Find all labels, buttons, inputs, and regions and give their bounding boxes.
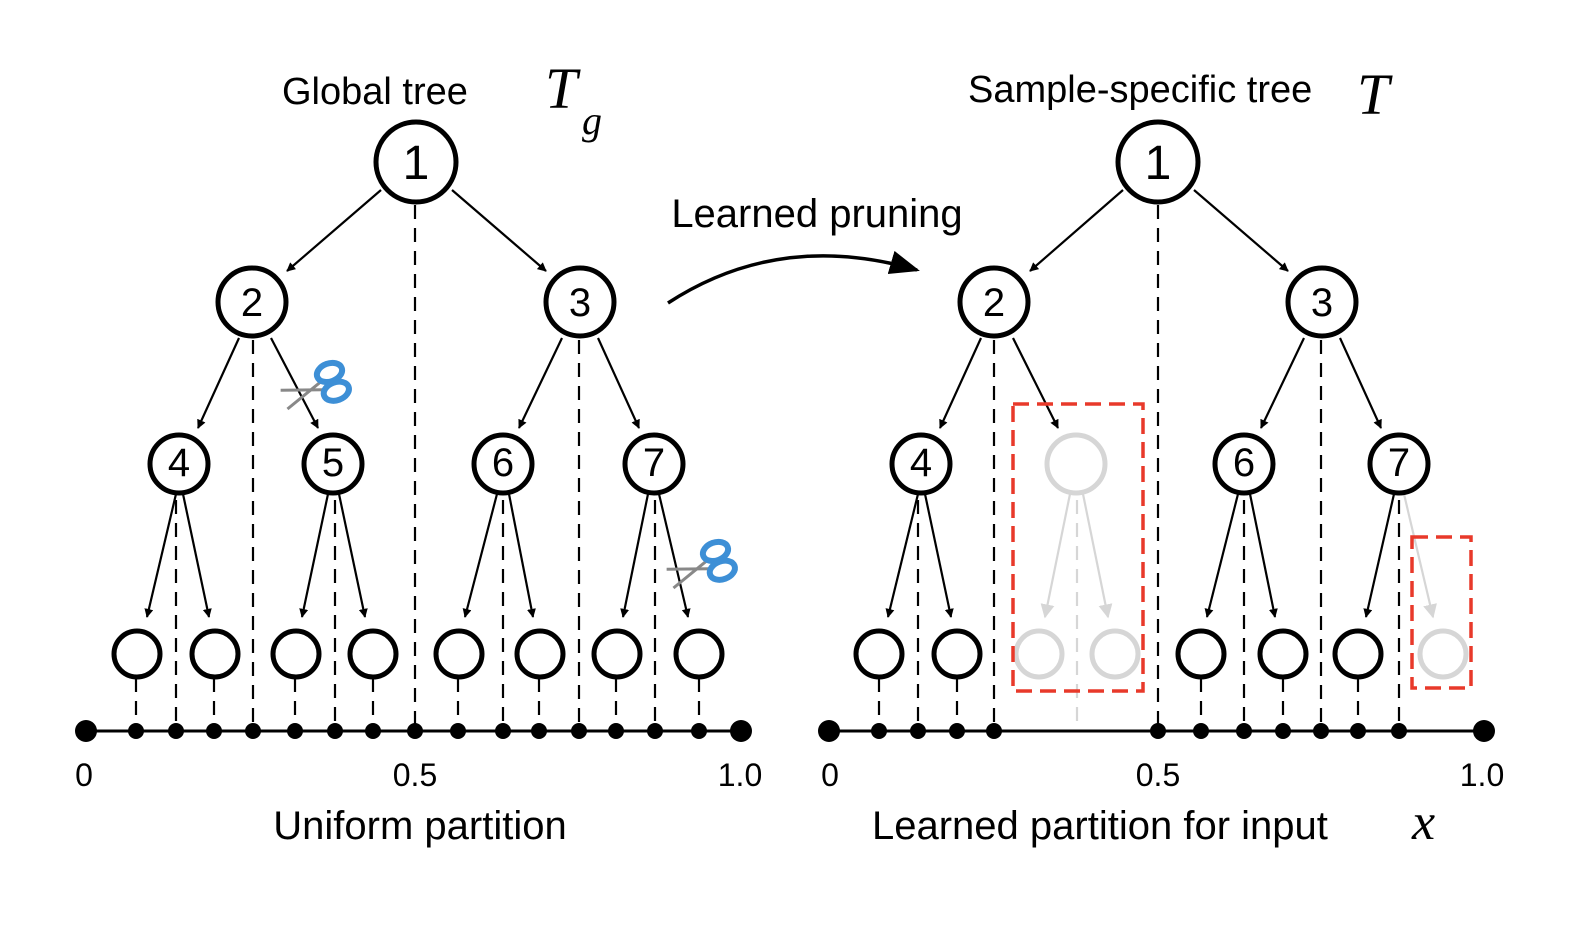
left-leaf-node [347, 628, 399, 680]
left-caption: Uniform partition [273, 804, 566, 848]
right-node-labels: 1 2 3 4 6 7 [910, 137, 1410, 485]
right-node-6 [1212, 432, 1276, 496]
pruned-leaf-node [1013, 628, 1065, 680]
right-nodes [853, 119, 1431, 680]
left-node-4 [147, 432, 211, 496]
left-node-1-label: 1 [403, 137, 430, 190]
left-title-symbol: T [545, 56, 581, 121]
right-pruned-nodes [1013, 432, 1469, 680]
left-node-6-label: 6 [492, 441, 514, 485]
left-node-4-label: 4 [168, 441, 190, 485]
right-axis-label-end: 1.0 [1460, 757, 1504, 793]
right-node-6-label: 6 [1233, 441, 1255, 485]
right-leaf-node [853, 628, 905, 680]
left-node-2-label: 2 [241, 281, 263, 325]
right-caption: Learned partition for input [872, 804, 1328, 848]
pruned-leaf-node [1417, 628, 1469, 680]
right-panel: Sample-specific tree T [818, 62, 1504, 851]
right-leaf-node [1257, 628, 1309, 680]
right-axis-label-start: 0 [821, 757, 839, 793]
pruning-arrow-label: Learned pruning [671, 192, 962, 236]
right-edges [885, 189, 1396, 618]
left-title-symbol-sub: g [582, 98, 602, 143]
left-node-7 [622, 432, 686, 496]
left-leaf-node [433, 628, 485, 680]
left-nodes [111, 119, 725, 680]
left-node-6 [471, 432, 535, 496]
right-node-7-label: 7 [1388, 441, 1410, 485]
right-node-7 [1367, 432, 1431, 496]
right-axis: 0 0.5 1.0 [818, 720, 1504, 793]
right-pruned-edges [1040, 493, 1437, 619]
left-node-5-label: 5 [322, 441, 344, 485]
left-node-3 [543, 265, 617, 339]
left-edges [144, 189, 691, 618]
right-leaf-node [1332, 628, 1384, 680]
left-axis-label-start: 0 [75, 757, 93, 793]
left-leaf-node [591, 628, 643, 680]
left-node-labels: 1 2 3 4 5 6 7 [168, 137, 665, 485]
right-leaf-node [1175, 628, 1227, 680]
pruning-arrow: Learned pruning [667, 192, 963, 305]
left-node-5 [301, 432, 365, 496]
left-title: Global tree [282, 71, 468, 113]
right-node-2 [957, 265, 1031, 339]
pruned-node-5 [1044, 432, 1108, 496]
left-leaf-node [189, 628, 241, 680]
right-axis-label-mid: 0.5 [1136, 757, 1180, 793]
left-axis-label-mid: 0.5 [393, 757, 437, 793]
left-axis-label-end: 1.0 [718, 757, 762, 793]
right-node-4-label: 4 [910, 441, 932, 485]
right-leaf-node [931, 628, 983, 680]
left-node-2 [215, 265, 289, 339]
right-title: Sample-specific tree [968, 69, 1312, 111]
right-node-4 [889, 432, 953, 496]
scissors-icon [280, 359, 352, 411]
left-leaf-node [673, 628, 725, 680]
right-caption-symbol: x [1411, 794, 1435, 851]
left-node-7-label: 7 [643, 441, 665, 485]
left-leaf-node [111, 628, 163, 680]
pruned-leaf-node [1089, 628, 1141, 680]
right-partition-lines [877, 205, 1401, 730]
right-node-1 [1115, 119, 1201, 205]
right-node-1-label: 1 [1145, 137, 1172, 190]
left-panel: Global tree T g [75, 56, 762, 848]
right-node-2-label: 2 [983, 281, 1005, 325]
pruned-region-box [1011, 402, 1145, 693]
right-title-symbol: T [1357, 62, 1393, 127]
left-node-1 [373, 119, 459, 205]
right-node-3-label: 3 [1311, 281, 1333, 325]
pruned-region-box [1410, 535, 1473, 690]
left-axis: 0 0.5 1.0 [75, 720, 762, 793]
right-node-3 [1285, 265, 1359, 339]
left-node-3-label: 3 [569, 281, 591, 325]
left-partition-lines [134, 205, 701, 730]
left-leaf-node [514, 628, 566, 680]
pruned-region-highlights [1011, 402, 1473, 693]
scissors-icon [666, 538, 738, 590]
left-leaf-node [270, 628, 322, 680]
